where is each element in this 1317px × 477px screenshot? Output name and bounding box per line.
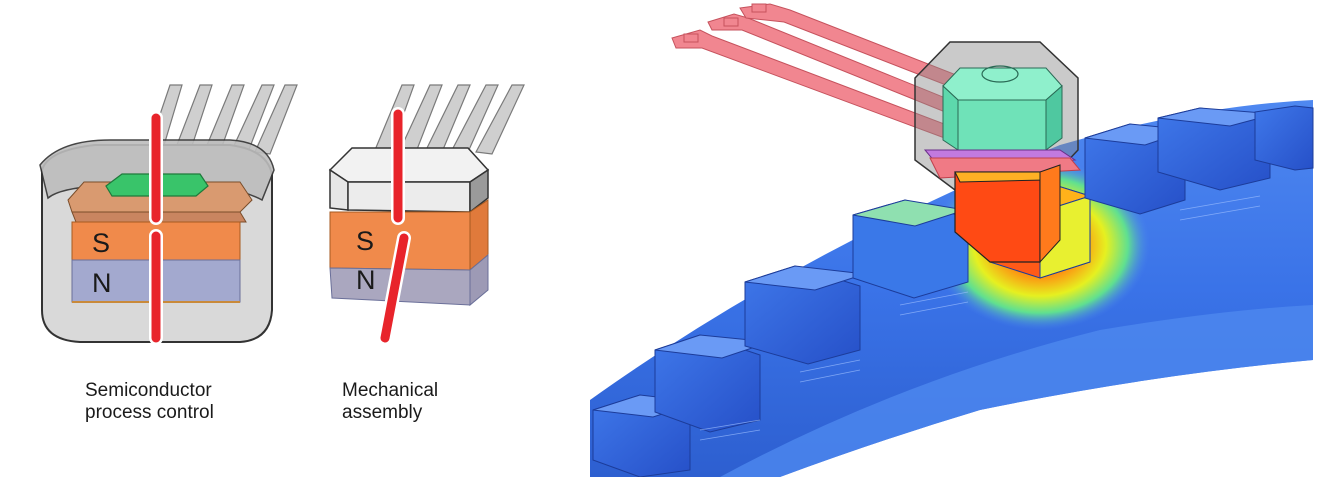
lead-frame [671, 3, 1011, 141]
left-pole-s: S [92, 228, 110, 258]
caption-mechanical-line1: Mechanical [342, 380, 439, 401]
mid-pole-n: N [356, 265, 376, 295]
sensor-housing [914, 41, 1082, 264]
caption-mechanical: Mechanical assembly [342, 380, 438, 424]
field-simulation [590, 3, 1314, 477]
assembly-leads [374, 84, 525, 155]
package-leads [147, 84, 298, 155]
caption-mechanical-line2: assembly [342, 402, 423, 423]
tooth-hatching [699, 195, 1261, 441]
left-pole-n: N [92, 268, 112, 298]
caption-semiconductor: Semiconductor process control [85, 380, 214, 424]
caption-semiconductor-line2: process control [85, 402, 214, 423]
sensor-cube-top [942, 67, 1063, 101]
caption-semiconductor-line1: Semiconductor [85, 380, 212, 401]
semiconductor-package: S N [39, 84, 298, 345]
cap-top [328, 147, 490, 183]
mechanical-assembly: S N [328, 84, 525, 345]
mid-pole-s: S [356, 226, 374, 256]
mid-magnet-axis [378, 107, 411, 345]
